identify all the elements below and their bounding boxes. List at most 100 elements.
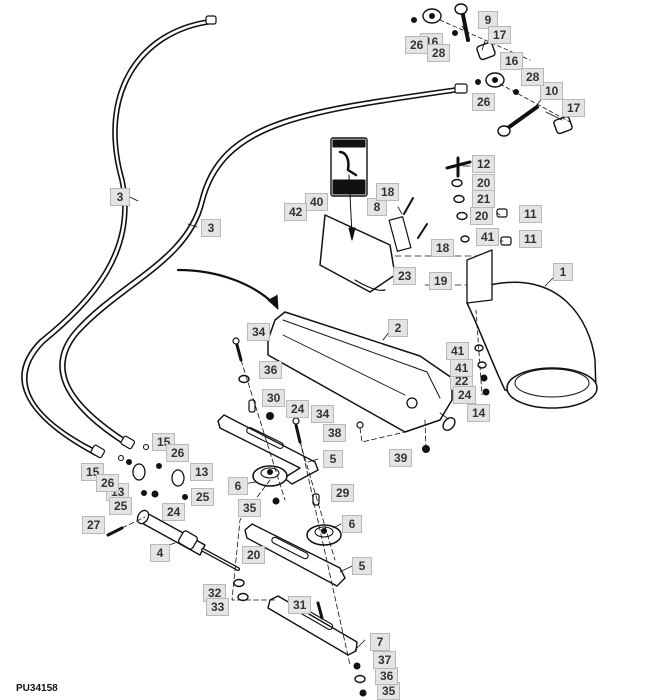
- callout-6[interactable]: 6: [342, 515, 362, 533]
- callout-10[interactable]: 10: [540, 82, 564, 100]
- callout-18[interactable]: 18: [431, 239, 455, 257]
- callout-24[interactable]: 24: [162, 503, 186, 521]
- callout-4[interactable]: 4: [150, 544, 170, 562]
- washer-stack: [451, 178, 470, 243]
- callout-28[interactable]: 28: [521, 68, 545, 86]
- callout-21[interactable]: 21: [472, 190, 496, 208]
- spacer-30: [248, 399, 256, 413]
- callout-18[interactable]: 18: [376, 183, 400, 201]
- callout-12[interactable]: 12: [472, 155, 496, 173]
- hose-fitting-bottom-2: [120, 435, 136, 450]
- callout-41[interactable]: 41: [450, 359, 474, 377]
- idler-pulley-lower: [306, 524, 342, 546]
- callout-41[interactable]: 41: [476, 228, 500, 246]
- cylinder-fittings: [117, 443, 188, 500]
- cap-17-top: [476, 41, 496, 61]
- callout-11[interactable]: 11: [519, 230, 542, 248]
- callout-16[interactable]: 16: [500, 52, 524, 70]
- bolt-27: [106, 526, 124, 537]
- callout-24[interactable]: 24: [453, 386, 477, 404]
- danger-decal: [330, 137, 368, 197]
- callout-35[interactable]: 35: [238, 499, 262, 517]
- bolt-31: [316, 601, 324, 620]
- figure-id-label: PU34158: [16, 683, 58, 694]
- callout-31[interactable]: 31: [288, 596, 312, 614]
- chute-deflector: [319, 174, 396, 293]
- hydraulic-hose-outer: [21, 19, 209, 456]
- callout-5[interactable]: 5: [323, 450, 343, 468]
- hose-fitting-top-1: [205, 15, 217, 25]
- callout-14[interactable]: 14: [467, 404, 491, 422]
- nut-35-upper: [272, 497, 280, 505]
- discharge-chute: [466, 249, 598, 409]
- callout-20[interactable]: 20: [242, 546, 266, 564]
- control-lever-10: [497, 105, 539, 137]
- callout-25[interactable]: 25: [109, 497, 133, 515]
- callout-23[interactable]: 23: [393, 267, 417, 285]
- callout-26[interactable]: 26: [472, 93, 496, 111]
- bolts-18: [403, 197, 428, 239]
- callout-25[interactable]: 25: [191, 488, 215, 506]
- callout-3[interactable]: 3: [110, 188, 130, 206]
- callout-24[interactable]: 24: [286, 400, 310, 418]
- callout-5[interactable]: 5: [352, 557, 372, 575]
- elbow-fitting-16-lower: [485, 72, 505, 88]
- bolt-34-right: [292, 417, 302, 444]
- screw-38: [356, 421, 364, 429]
- callout-28[interactable]: 28: [427, 44, 451, 62]
- callout-29[interactable]: 29: [331, 484, 355, 502]
- callout-11[interactable]: 11: [519, 205, 542, 223]
- callout-36[interactable]: 36: [375, 667, 399, 685]
- hinge-8: [388, 216, 412, 252]
- callout-32[interactable]: 32: [203, 584, 227, 602]
- callout-3[interactable]: 3: [201, 219, 221, 237]
- callout-26[interactable]: 26: [405, 36, 429, 54]
- callout-33[interactable]: 33: [206, 598, 230, 616]
- callout-20[interactable]: 20: [470, 207, 494, 225]
- callout-30[interactable]: 30: [262, 389, 286, 407]
- washers-top: [411, 17, 519, 95]
- callout-26[interactable]: 26: [166, 444, 190, 462]
- callout-13[interactable]: 13: [190, 463, 214, 481]
- callout-40[interactable]: 40: [305, 193, 329, 211]
- callout-37[interactable]: 37: [373, 651, 397, 669]
- chute-knob-12: [445, 156, 472, 178]
- bolt-34-left: [232, 337, 243, 362]
- callout-34[interactable]: 34: [311, 405, 335, 423]
- upper-pulley-bracket: [217, 414, 319, 485]
- housing-cover: [267, 311, 453, 433]
- callout-17[interactable]: 17: [562, 99, 586, 117]
- assembly-arrow: [176, 268, 279, 310]
- callout-36[interactable]: 36: [259, 361, 283, 379]
- callout-27[interactable]: 27: [82, 516, 106, 534]
- callout-42[interactable]: 42: [284, 203, 308, 221]
- bottom-plate: [267, 595, 358, 656]
- callout-6[interactable]: 6: [228, 477, 248, 495]
- callout-19[interactable]: 19: [429, 272, 453, 290]
- callout-17[interactable]: 17: [488, 26, 512, 44]
- control-lever-9: [454, 3, 470, 42]
- hydraulic-cylinder: [136, 509, 240, 571]
- nut-24-mid: [266, 412, 274, 420]
- callout-1[interactable]: 1: [553, 263, 573, 281]
- callout-2[interactable]: 2: [388, 319, 408, 337]
- callout-38[interactable]: 38: [323, 424, 347, 442]
- washer-36: [238, 374, 250, 384]
- washers-32-33: [233, 578, 249, 602]
- lower-pulley-bracket: [244, 523, 346, 587]
- chute-hardware: [442, 309, 490, 431]
- idler-pulley-upper: [252, 465, 288, 487]
- elbow-fitting-16-top: [422, 8, 442, 24]
- hydraulic-hose-inner: [59, 87, 456, 446]
- hose-fitting-top-2: [454, 83, 468, 94]
- callout-20[interactable]: 20: [472, 174, 496, 192]
- assembly-centerlines: [121, 359, 427, 666]
- callout-34[interactable]: 34: [247, 323, 271, 341]
- callout-41[interactable]: 41: [446, 342, 470, 360]
- callout-39[interactable]: 39: [389, 449, 413, 467]
- hose-fitting-bottom-1: [90, 444, 106, 459]
- bottom-hardware: [353, 662, 367, 697]
- callout-26[interactable]: 26: [96, 474, 120, 492]
- callout-7[interactable]: 7: [370, 633, 390, 651]
